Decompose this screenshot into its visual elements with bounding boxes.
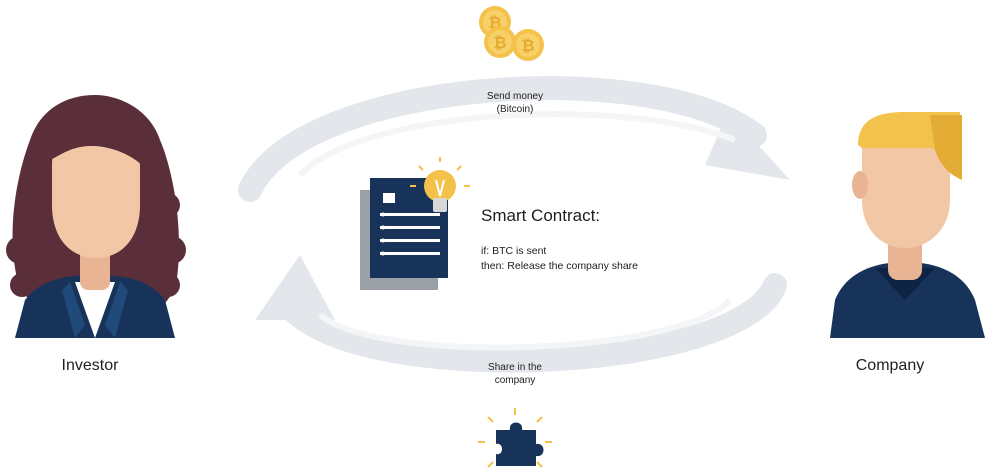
top-arrow [238, 76, 790, 202]
contract-action: then: Release the company share [481, 260, 639, 272]
contract-condition: if: BTC is sent [481, 245, 547, 257]
top-flow-caption: Send money (Bitcoin) [470, 90, 560, 116]
svg-text:₿: ₿ [521, 37, 534, 55]
company-label: Company [855, 357, 925, 374]
bottom-flow-line2: company [494, 375, 536, 386]
top-flow-line1: Send money [486, 91, 544, 102]
lightbulb-icon [410, 157, 470, 212]
bottom-flow-line1: Share in the [488, 362, 542, 373]
bottom-arrow [255, 255, 787, 373]
bottom-flow-caption: Share in the company [470, 361, 560, 387]
contract-title: Smart Contract: [481, 206, 601, 225]
investor-label: Investor [61, 357, 119, 374]
svg-text:₿: ₿ [493, 34, 506, 52]
top-flow-line2: (Bitcoin) [496, 104, 534, 115]
